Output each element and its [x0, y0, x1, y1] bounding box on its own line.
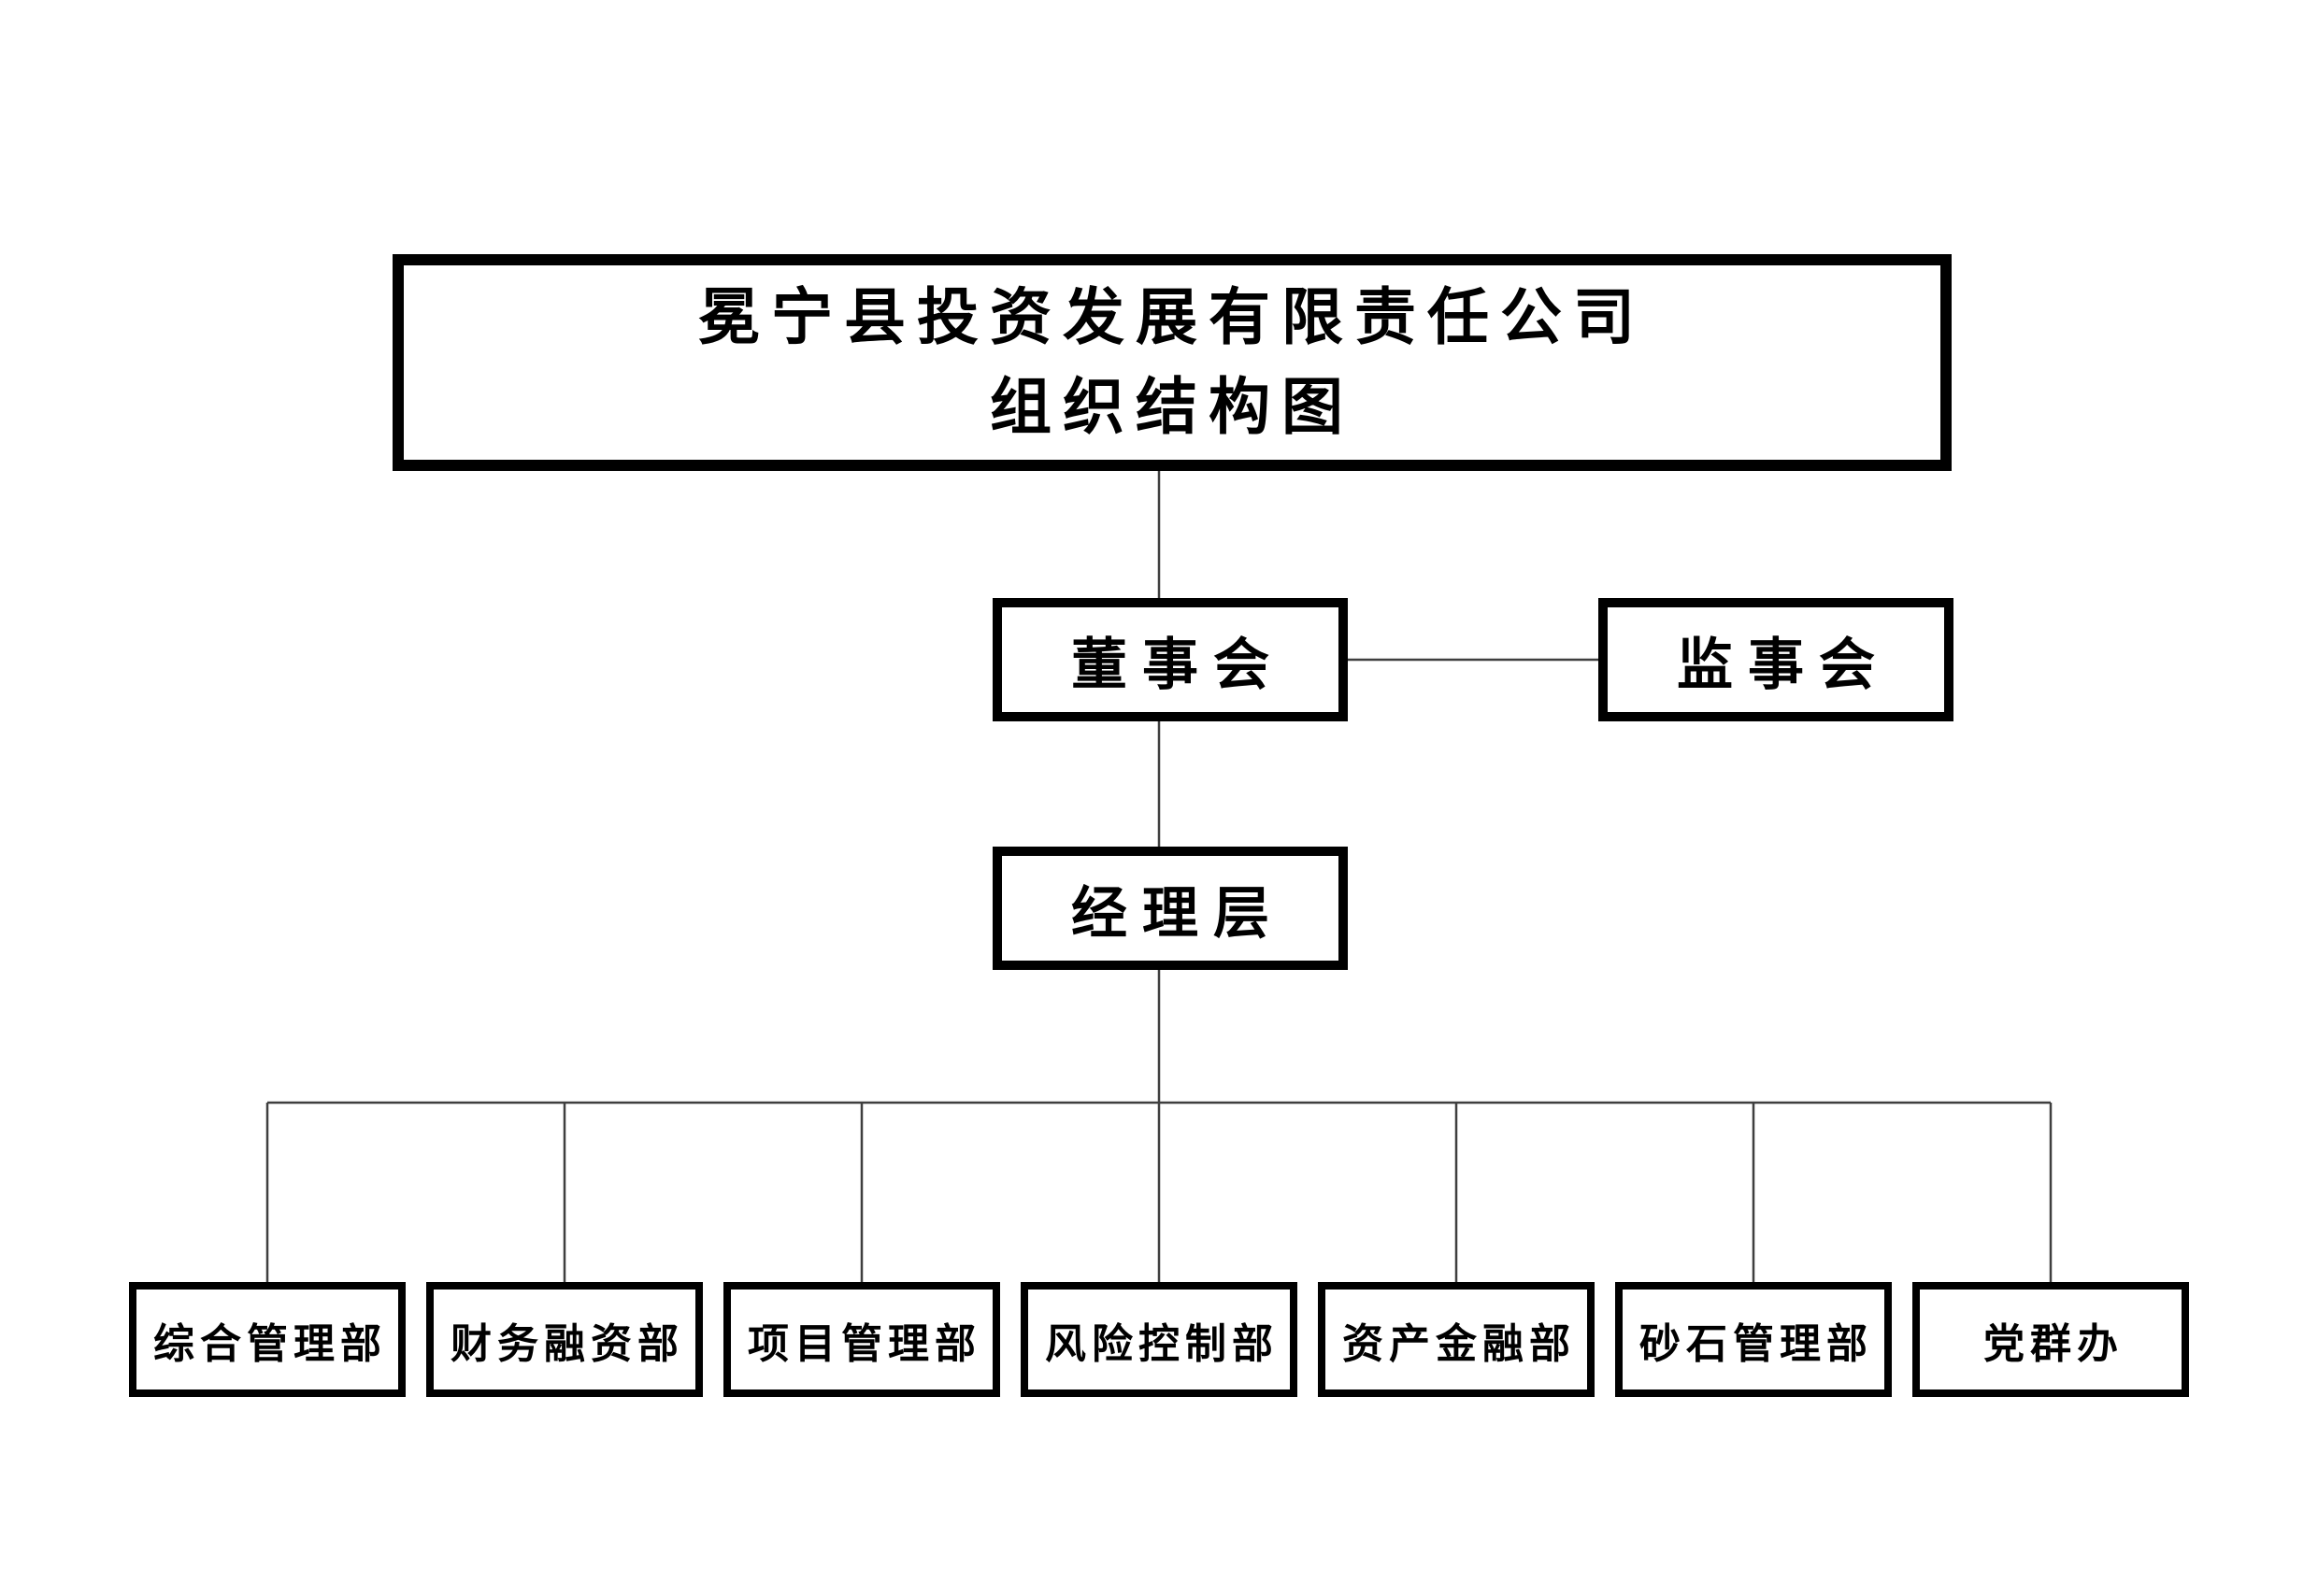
- node-dept-finance-financing: 财务融资部: [426, 1282, 703, 1397]
- node-dept-asset-finance: 资产金融部: [1318, 1282, 1595, 1397]
- node-management-layer: 经理层: [993, 847, 1348, 970]
- node-board-of-directors: 董事会: [993, 598, 1348, 721]
- node-dept-party-masses-office: 党群办: [1912, 1282, 2189, 1397]
- node-dept-sand-gravel-management: 砂石管理部: [1615, 1282, 1892, 1397]
- chart-title: 组织结构图: [990, 372, 1354, 441]
- node-supervisory-board: 监事会: [1598, 598, 1953, 721]
- node-dept-risk-control: 风险控制部: [1021, 1282, 1297, 1397]
- title-box: 冕宁县投资发展有限责任公司 组织结构图: [393, 254, 1952, 471]
- node-dept-project-management: 项目管理部: [723, 1282, 1000, 1397]
- company-name: 冕宁县投资发展有限责任公司: [698, 282, 1646, 352]
- node-dept-general-management: 综合管理部: [129, 1282, 406, 1397]
